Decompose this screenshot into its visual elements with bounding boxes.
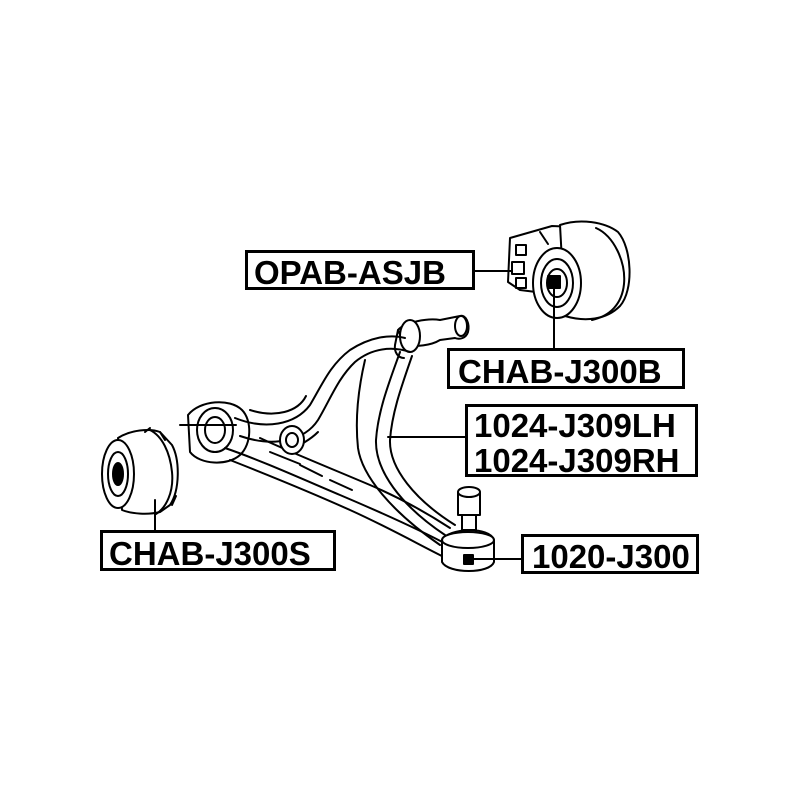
bushing-center-mark	[547, 275, 561, 289]
part-label-opab-asjb[interactable]: OPAB-ASJB	[245, 250, 475, 290]
part-label-1020-j300[interactable]: 1020-J300	[521, 534, 699, 574]
arm-diagonal-strut	[374, 351, 446, 536]
bushing-face-inner	[540, 258, 574, 308]
bracket-hole-mid	[511, 261, 525, 275]
control-arm	[179, 314, 470, 561]
part-number-text-lh: 1024-J309LH	[474, 407, 676, 444]
arm-lower-flange	[224, 447, 449, 546]
part-number-text-rh: 1024-J309RH	[474, 442, 680, 479]
arm-upper-beam	[234, 335, 406, 426]
part-number-text: 1020-J300	[532, 538, 690, 575]
bracket-hole-top	[515, 244, 527, 256]
part-number-text: CHAB-J300S	[109, 535, 311, 572]
part-number-text: CHAB-J300B	[458, 353, 662, 390]
front-bushing	[101, 427, 179, 515]
part-label-control-arm[interactable]: 1024-J309LH 1024-J309RH	[465, 404, 698, 477]
leader-lines	[154, 270, 555, 560]
rear-bushing-assembly	[507, 220, 631, 321]
part-number-text: OPAB-ASJB	[254, 254, 446, 291]
part-label-chab-j300s[interactable]: CHAB-J300S	[100, 530, 336, 571]
part-label-chab-j300b[interactable]: CHAB-J300B	[447, 348, 685, 389]
ball-joint	[441, 486, 495, 572]
bracket-hole-low	[515, 277, 527, 289]
ball-joint-center-mark	[463, 554, 474, 565]
front-bushing-sleeve	[117, 429, 179, 515]
